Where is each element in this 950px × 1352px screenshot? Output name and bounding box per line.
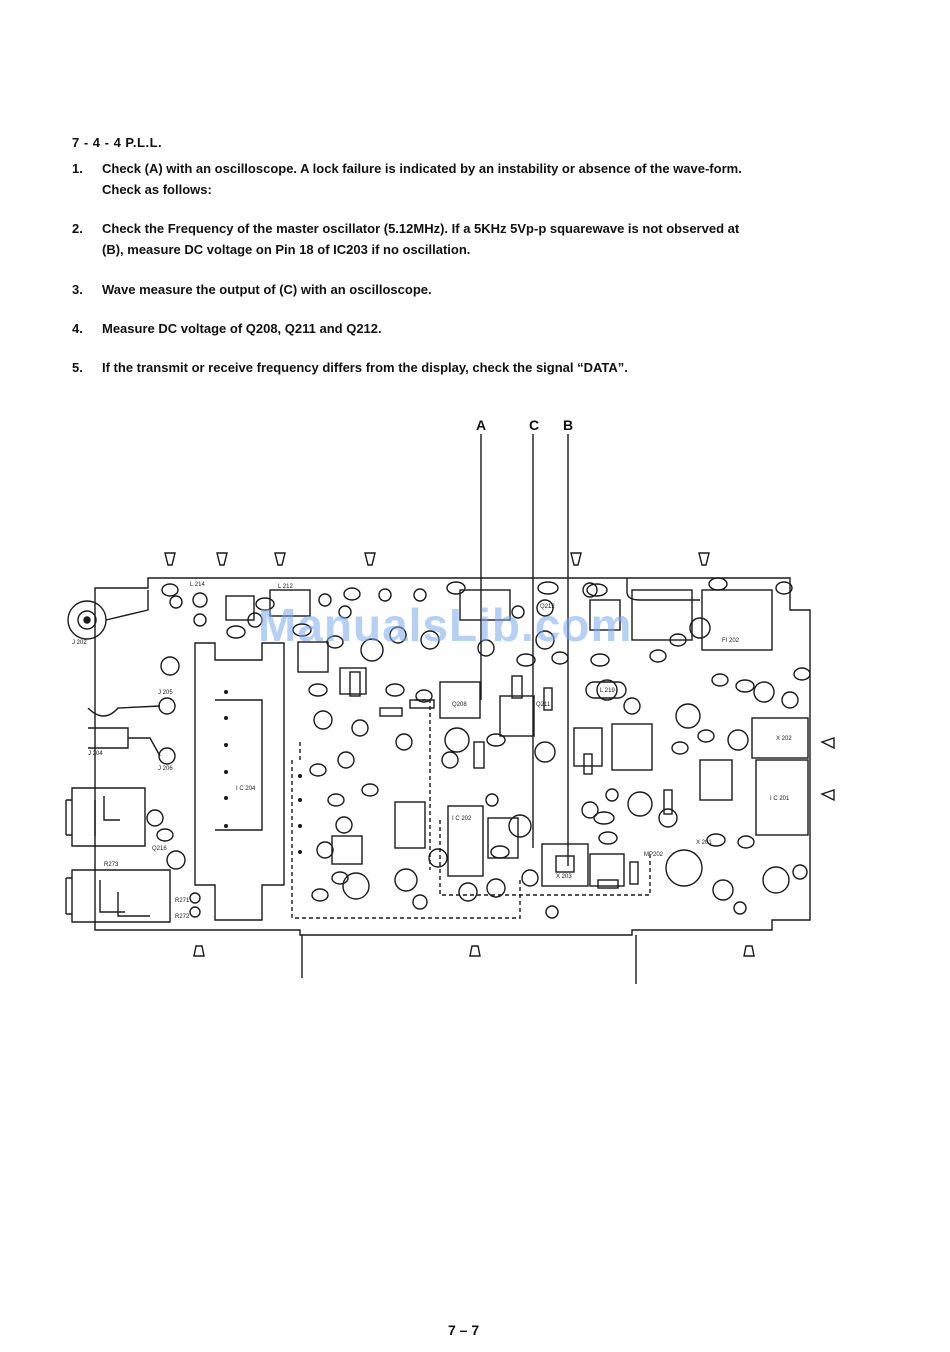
label-fi202: FI 202 [722, 638, 740, 644]
probe-label-a: A [476, 417, 487, 433]
label-r271: R271 [175, 898, 190, 904]
label-ic202: I C 202 [452, 816, 472, 822]
step-1: 1. Check (A) with an oscilloscope. A loc… [72, 158, 762, 200]
label-j204: J 204 [88, 751, 103, 757]
step-number: 3. [72, 282, 83, 297]
label-x203: X 203 [556, 874, 572, 880]
jack-j205 [158, 697, 176, 715]
label-q211: Q211 [536, 702, 551, 708]
step-4: 4. Measure DC voltage of Q208, Q211 and … [72, 318, 762, 339]
step-number: 4. [72, 321, 83, 336]
step-5: 5. If the transmit or receive frequency … [72, 357, 762, 378]
label-x202: X 202 [776, 736, 792, 742]
phone-jack-1 [71, 787, 146, 847]
ic204-module [194, 642, 285, 921]
ic202-chip [447, 805, 484, 877]
label-j206: J 206 [158, 766, 173, 772]
label-mp202: MP202 [644, 852, 664, 858]
step-2: 2. Check the Frequency of the master osc… [72, 218, 762, 260]
label-r272: R272 [175, 914, 190, 920]
step-text: Check the Frequency of the master oscill… [102, 221, 740, 257]
label-ic201: I C 201 [770, 796, 790, 802]
label-q212: Q212 [540, 604, 555, 610]
label-x201: X 201 [696, 840, 712, 846]
page-number: 7 – 7 [448, 1322, 480, 1338]
step-text: Check (A) with an oscilloscope. A lock f… [102, 161, 742, 197]
label-ic204: I C 204 [236, 786, 256, 792]
watermark: ManualsLib.com [258, 599, 633, 651]
label-q216: Q216 [152, 846, 167, 852]
label-q208: Q208 [452, 702, 467, 708]
label-l219: L 219 [600, 688, 615, 694]
phone-jack-2 [71, 869, 171, 923]
step-number: 2. [72, 221, 83, 236]
label-l212: L 212 [278, 584, 293, 590]
jack-j206 [158, 747, 176, 765]
step-text: If the transmit or receive frequency dif… [102, 360, 628, 375]
step-number: 1. [72, 161, 83, 176]
step-number: 5. [72, 360, 83, 375]
probe-label-b: B [563, 417, 574, 433]
coil-l219 [585, 681, 627, 699]
board-outline [94, 577, 811, 936]
section-heading: 7 - 4 - 4 P.L.L. [72, 135, 163, 150]
probe-label-c: C [529, 417, 540, 433]
connector-tab [301, 935, 637, 984]
step-text: Wave measure the output of (C) with an o… [102, 282, 432, 297]
step-text: Measure DC voltage of Q208, Q211 and Q21… [102, 321, 382, 336]
label-r273: R273 [104, 862, 119, 868]
crystal-x203 [541, 843, 589, 887]
label-l214: L 214 [190, 582, 205, 588]
filter-fi202 [701, 589, 773, 651]
label-j205: J 205 [158, 690, 173, 696]
label-j202: J 202 [72, 640, 87, 646]
step-3: 3. Wave measure the output of (C) with a… [72, 279, 762, 300]
ic201-chip [755, 759, 809, 836]
